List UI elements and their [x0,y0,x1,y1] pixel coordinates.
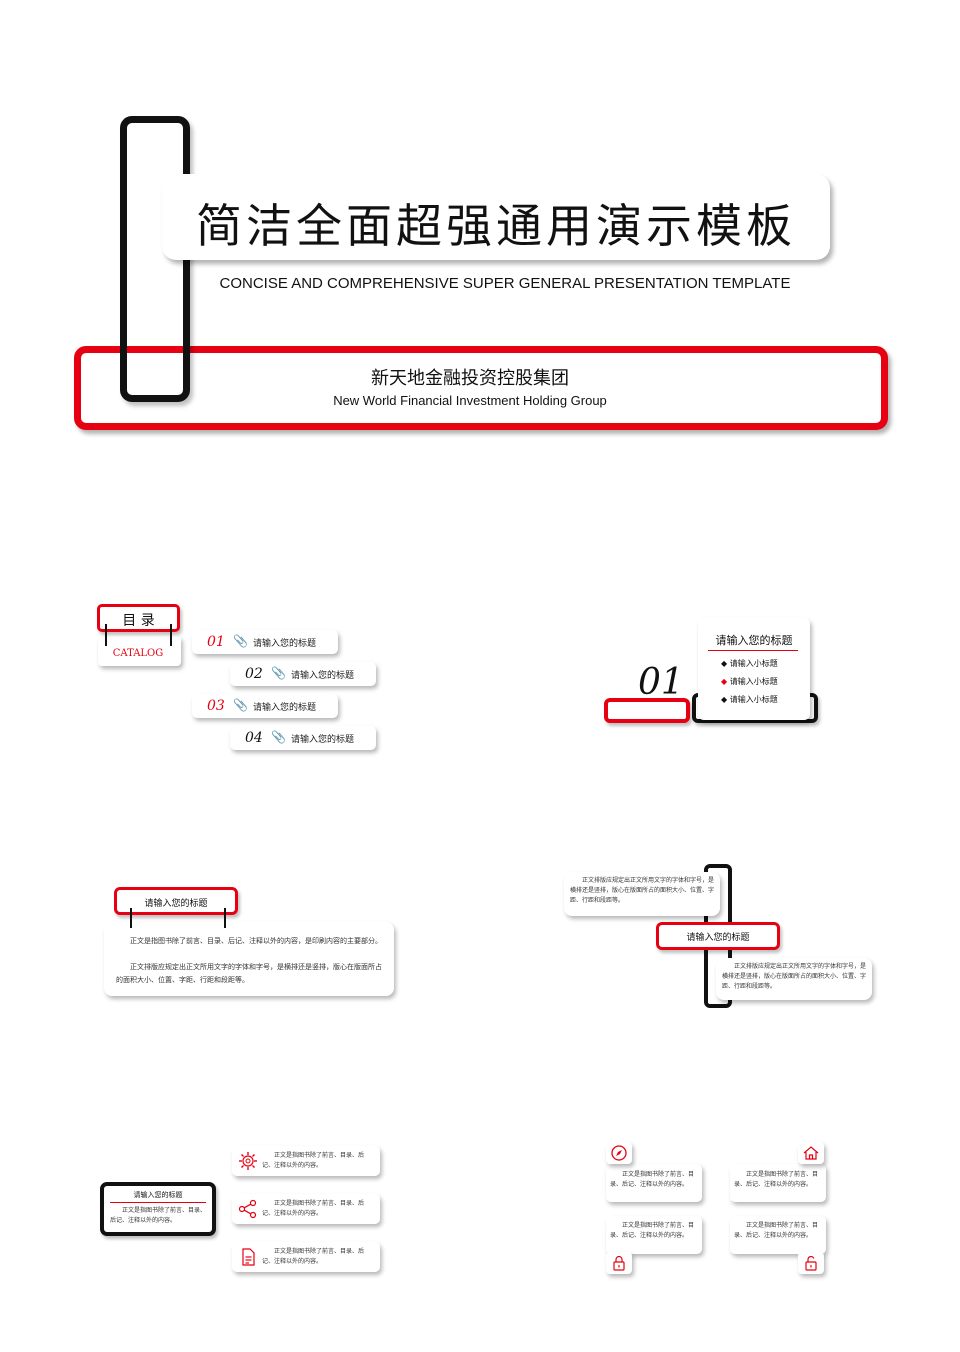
list-item [232,1242,380,1272]
slide-title: 请输入您的标题 [686,933,750,943]
share-icon [238,1199,257,1219]
catalog-heading-en: CATALOG [112,648,164,659]
top-text-card [564,872,720,916]
heading-frame [114,887,238,915]
grid-card-text: 正文是指图书除了前言、目录、后记、注释以外的内容。 [734,1222,819,1239]
heading-frame [656,922,780,950]
pin-right [224,908,226,928]
section-title-underline [708,650,798,651]
cover-title: 简洁全面超强通用演示模板 [196,199,796,253]
catalog-item-2[interactable] [230,662,376,686]
slide-title: 请输入您的标题 [133,1191,183,1199]
grid-card-text: 正文是指图书除了前言、目录、后记、注释以外的内容。 [734,1171,819,1188]
catalog-pin-left [105,624,107,646]
catalog-item-num-4: 04 [245,730,263,746]
section-slide: 请输入您的标题 ◆ 请输入小标题 ◆ 请输入小标题 ◆ 请输入小标题 01 [480,580,960,780]
catalog-item-num-2: 02 [245,666,263,682]
catalog-item-3[interactable] [192,694,338,718]
paperclip-icon: 📎 [233,698,248,712]
icon-badge [606,1252,632,1274]
section-title: 请输入您的标题 [715,634,793,647]
title-underline [110,1202,206,1203]
catalog-item-num-1: 01 [207,634,225,650]
grid-card-text: 正文是指图书除了前言、目录、后记、注释以外的内容。 [610,1222,695,1239]
catalog-heading: 目 录 [122,613,155,629]
grid-card [730,1216,826,1254]
section-number: 01 [638,662,684,703]
icon-badge [798,1252,824,1274]
title-text: 正文是指图书除了前言、目录、后记、注释以外的内容。 [110,1207,207,1224]
cover-subtitle: CONCISE AND COMPREHENSIVE SUPER GENERAL … [219,275,791,292]
company-name-en: New World Financial Investment Holding G… [333,393,607,408]
catalog-slide: 目 录 CATALOG 01 📎 请输入您的标题 02 📎 请输入您的标题 03… [0,580,480,780]
section-subitem-label: 请输入小标题 [729,695,778,704]
text-slide-1: 请输入您的标题 正文是指图书除了前言、目录、后记、注释以外的内容，是印刷内容的主… [0,860,480,1020]
catalog-subtitle-card [98,636,181,666]
grid-card [606,1216,702,1254]
catalog-pin-right [170,624,172,646]
catalog-item-num-3: 03 [207,698,225,714]
catalog-heading-frame [97,604,180,632]
section-subitem-3: ◆ 请输入小标题 [721,694,778,705]
section-card [698,618,810,720]
grid-card [730,1164,826,1202]
list-item [232,1194,380,1224]
section-subitem-2: ◆ 请输入小标题 [721,676,778,687]
diamond-icon: ◆ [721,695,728,704]
text-slide-2: 正文排版应规定出正文所用文字的字体和字号，是横排还是竖排，版心在版面所占的面积大… [480,860,960,1020]
list-item-text: 正文是指图书除了前言、目录、后记、注释以外的内容。 [262,1248,365,1265]
diamond-icon: ◆ [721,659,728,668]
paragraph-1: 正文是指图书除了前言、目录、后记、注释以外的内容，是印刷内容的主要部分。 [130,937,382,945]
catalog-item-1[interactable] [192,630,338,654]
icon-badge [798,1142,824,1164]
title-block [100,1182,216,1236]
catalog-item-label-2: 请输入您的标题 [291,671,355,681]
gear-icon [239,1152,257,1170]
compass-icon [611,1145,627,1161]
paperclip-icon: 📎 [233,634,248,648]
section-subitem-1: ◆ 请输入小标题 [721,658,778,669]
company-name-cn: 新天地金融投资控股集团 [371,368,569,389]
bottom-text-card [716,958,872,1000]
home-icon [803,1146,819,1160]
section-red-frame [604,698,690,723]
catalog-item-label-4: 请输入您的标题 [291,735,355,745]
section-subitem-label: 请输入小标题 [729,677,778,686]
paperclip-icon: 📎 [271,730,286,744]
slide-title: 请输入您的标题 [144,899,208,909]
catalog-item-label-1: 请输入您的标题 [253,639,317,649]
list-item-text: 正文是指图书除了前言、目录、后记、注释以外的内容。 [262,1152,365,1169]
icon-list-slide: 请输入您的标题 正文是指图书除了前言、目录、后记、注释以外的内容。 正文是指图书… [0,1130,480,1290]
unlock-icon [805,1256,817,1271]
diamond-icon: ◆ [721,677,728,686]
paragraph-2: 正文排版应规定出正文所用文字的字体和字号，是横排还是竖排，版心在版面所占的面积大… [116,963,382,984]
catalog-item-label-3: 请输入您的标题 [253,703,317,713]
lock-icon [613,1255,625,1271]
document-icon [242,1248,255,1266]
top-text: 正文排版应规定出正文所用文字的字体和字号，是横排还是竖排，版心在版面所占的面积大… [570,877,715,904]
grid-card-text: 正文是指图书除了前言、目录、后记、注释以外的内容。 [610,1171,695,1188]
section-subitem-label: 请输入小标题 [729,659,778,668]
list-item-text: 正文是指图书除了前言、目录、后记、注释以外的内容。 [262,1200,365,1217]
text-card [104,922,394,996]
catalog-item-4[interactable] [230,726,376,750]
cover-slide: 简洁全面超强通用演示模板 CONCISE AND COMPREHENSIVE S… [0,0,960,480]
cover-red-frame [74,346,888,430]
pin-left [130,908,132,928]
paperclip-icon: 📎 [271,666,286,680]
bottom-text: 正文排版应规定出正文所用文字的字体和字号，是横排还是竖排，版心在版面所占的面积大… [722,963,867,990]
grid-card [606,1164,702,1202]
icon-grid-slide: 正文是指图书除了前言、目录、后记、注释以外的内容。 正文是指图书除了前言、目录、… [480,1130,960,1290]
cover-title-card [162,174,830,260]
